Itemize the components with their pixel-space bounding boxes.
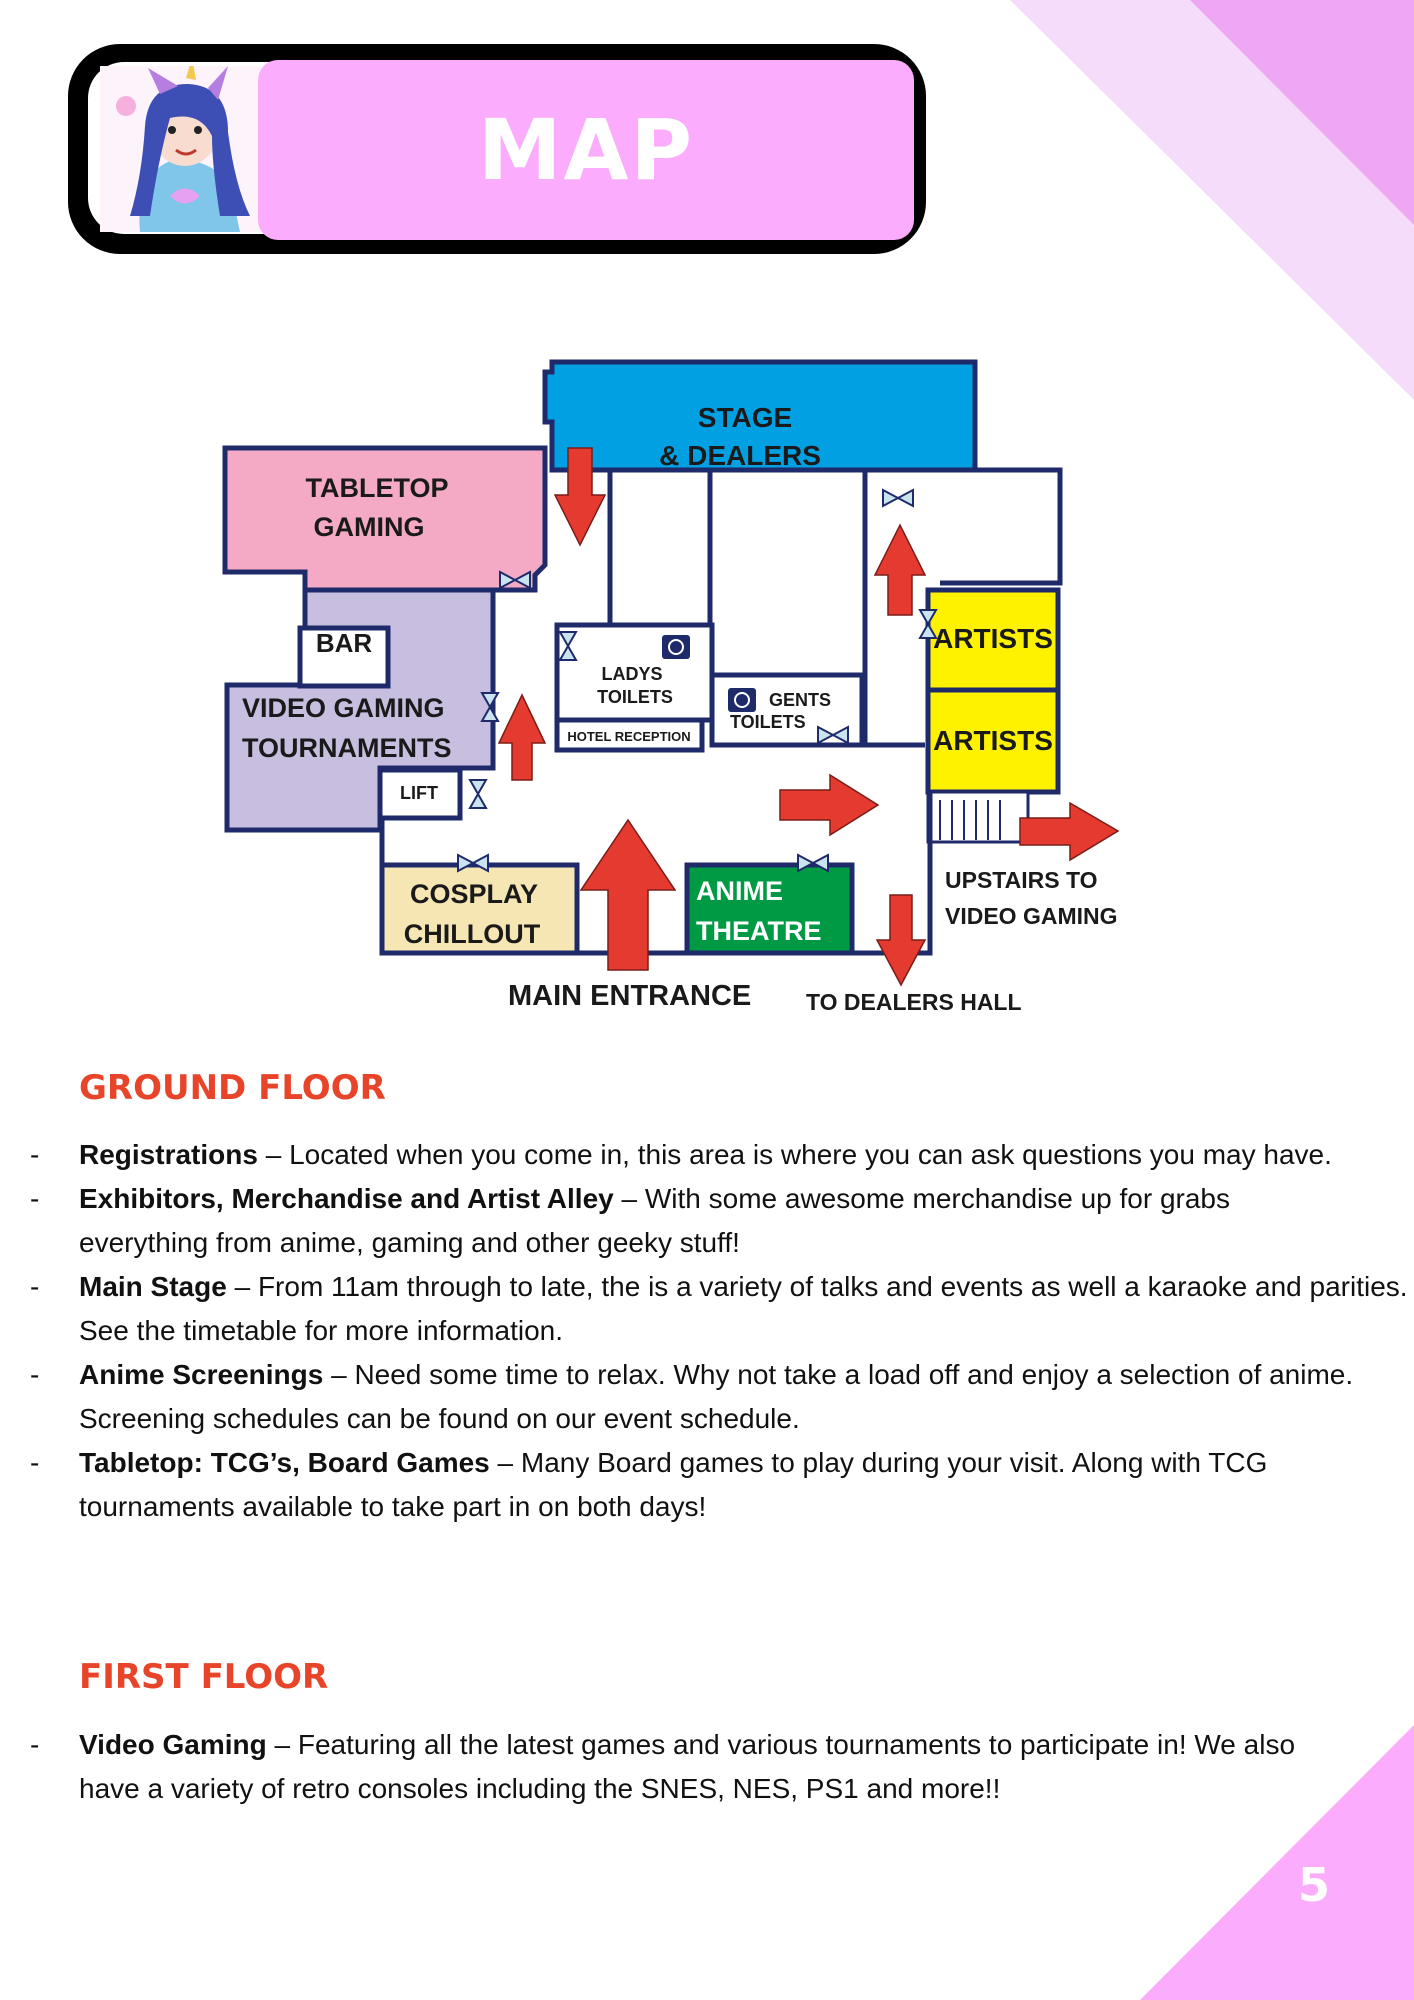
room-tabletop <box>222 445 548 593</box>
item-text: – From 11am through to late, the is a va… <box>79 1271 1408 1346</box>
label-upstairs: VIDEO GAMING <box>945 903 1118 929</box>
item-title: Tabletop: TCG’s, Board Games <box>79 1447 490 1478</box>
room-label-video-gaming: TOURNAMENTS <box>242 733 452 763</box>
room-label-anime: ANIME <box>696 876 783 906</box>
arrow-up-icon <box>497 693 547 781</box>
room-label-reception: HOTEL RECEPTION <box>567 729 690 744</box>
room-hotel-reception <box>554 717 705 753</box>
list-item: - Tabletop: TCG’s, Board Games – Many Boa… <box>30 1441 1379 1529</box>
list-item: - Exhibitors, Merchandise and Artist Alle… <box>30 1177 1309 1265</box>
list-item: - Anime Screenings – Need some time to re… <box>30 1353 1379 1441</box>
room-label-bar: BAR <box>316 628 373 658</box>
room-label-gents: GENTS <box>769 690 831 710</box>
door-icon <box>468 779 488 809</box>
list-item: - Video Gaming – Featuring all the latest… <box>30 1723 1319 1811</box>
first-floor-list: - Video Gaming – Featuring all the latest… <box>30 1723 1414 1811</box>
arrow-up-icon <box>579 818 677 971</box>
list-item: - Main Stage – From 11am through to late,… <box>30 1265 1414 1353</box>
item-title: Anime Screenings <box>79 1359 324 1390</box>
room-stage <box>542 359 978 473</box>
door-icon <box>480 692 500 722</box>
item-text: – Featuring all the latest games and var… <box>79 1729 1296 1804</box>
room-label-ladys: TOILETS <box>597 687 673 707</box>
room-label-artists: ARTISTS <box>933 725 1053 756</box>
label-to-dealers-hall: TO DEALERS HALL <box>806 989 1022 1015</box>
room-label-lift: LIFT <box>400 783 438 803</box>
anime-mascot-icon <box>100 66 270 232</box>
arrow-down-icon <box>553 447 607 547</box>
room-label-cosplay: COSPLAY <box>410 879 538 909</box>
section-heading-ground-floor: GROUND FLOOR <box>79 1068 386 1108</box>
room-label-ladys: LADYS <box>601 664 662 684</box>
item-text: – Need some time to relax. Why not take … <box>79 1359 1354 1434</box>
arrow-up-icon <box>873 523 927 616</box>
item-title: Video Gaming <box>79 1729 267 1760</box>
door-icon <box>797 853 829 873</box>
section-heading-first-floor: FIRST FLOOR <box>79 1657 329 1697</box>
room-artists-1 <box>925 587 1061 693</box>
room-label-gents: TOILETS <box>730 712 806 732</box>
arrow-down-icon <box>875 894 927 987</box>
item-title: Exhibitors, Merchandise and Artist Alley <box>79 1183 614 1214</box>
door-icon <box>918 609 938 639</box>
bullet-dash: - <box>30 1139 40 1170</box>
stairs <box>926 790 1030 844</box>
item-title: Registrations <box>79 1139 258 1170</box>
room-cosplay-chillout <box>379 862 580 956</box>
page-title-banner: MAP <box>258 60 914 240</box>
room-lift <box>377 767 463 821</box>
arrow-right-icon <box>1019 801 1120 862</box>
room-label-stage: STAGE <box>698 402 792 433</box>
door-icon <box>499 570 531 590</box>
page-number: 5 <box>1298 1858 1331 1912</box>
label-upstairs: UPSTAIRS TO <box>945 867 1098 893</box>
accessible-icon <box>728 688 756 712</box>
room-label-tabletop: GAMING <box>314 512 425 542</box>
list-item: - Registrations – Located when you come i… <box>30 1133 1379 1177</box>
bullet-dash: - <box>30 1729 40 1760</box>
room-label-cosplay: CHILLOUT <box>404 919 541 949</box>
room-label-stage: & DEALERS <box>659 440 821 471</box>
label-main-entrance: MAIN ENTRANCE <box>508 980 751 1012</box>
item-text: – Many Board games to play during your v… <box>79 1447 1268 1522</box>
bullet-dash: - <box>30 1183 40 1214</box>
bullet-dash: - <box>30 1447 40 1478</box>
door-icon <box>558 631 578 661</box>
room-label-anime: THEATRE <box>696 916 822 946</box>
door-icon <box>817 725 849 745</box>
item-title: Main Stage <box>79 1271 227 1302</box>
page-title: MAP <box>477 101 695 199</box>
door-icon <box>882 488 914 508</box>
arrow-right-icon <box>779 773 880 837</box>
ground-floor-list: - Registrations – Located when you come i… <box>30 1133 1414 1529</box>
bullet-dash: - <box>30 1271 40 1302</box>
venue-map: STAGE & DEALERS TABLETOP GAMING BAR VIDE… <box>222 359 1120 1015</box>
accessible-icon <box>662 635 690 659</box>
door-icon <box>457 853 489 873</box>
room-bar <box>297 625 391 689</box>
item-text: – With some awesome merchandise up for g… <box>79 1183 1231 1258</box>
room-anime-theatre <box>684 862 855 956</box>
room-label-tabletop: TABLETOP <box>305 473 448 503</box>
room-label-video-gaming: VIDEO GAMING <box>242 693 445 723</box>
item-text: – Located when you come in, this area is… <box>257 1139 1332 1170</box>
bullet-dash: - <box>30 1359 40 1390</box>
room-label-artists: ARTISTS <box>933 623 1053 654</box>
